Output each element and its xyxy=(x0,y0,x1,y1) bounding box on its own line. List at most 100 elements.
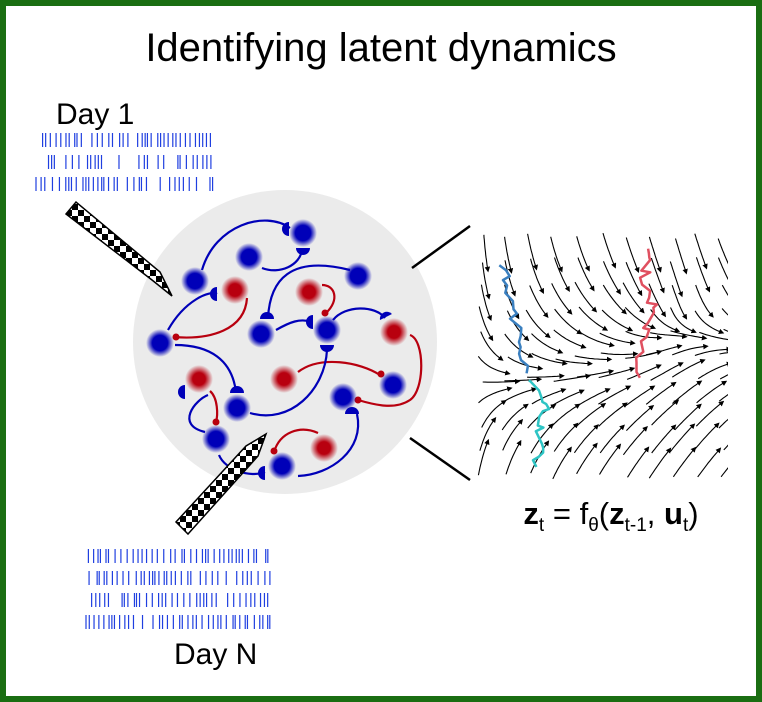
streamline xyxy=(481,399,507,428)
streamline xyxy=(504,333,534,358)
trajectory-blue xyxy=(498,264,530,374)
streamline xyxy=(483,234,491,273)
day-1-label: Day 1 xyxy=(56,98,135,131)
streamline xyxy=(599,443,622,475)
streamline xyxy=(573,424,599,454)
inhibitory-neuron xyxy=(185,365,213,393)
excitatory-neuron xyxy=(181,267,209,295)
inhibitory-neuron xyxy=(380,318,408,346)
streamline xyxy=(648,283,667,318)
streamline xyxy=(576,236,590,272)
streamline xyxy=(501,387,538,404)
eq-theta: θ xyxy=(588,515,599,537)
streamline xyxy=(504,236,514,274)
streamline xyxy=(697,447,722,478)
streamline xyxy=(579,331,615,348)
excitatory-neuron xyxy=(289,219,317,247)
streamline xyxy=(531,352,568,366)
streamline xyxy=(697,361,728,380)
streamline xyxy=(480,331,504,361)
day-n-label: Day N xyxy=(174,638,258,671)
excitatory-neuron xyxy=(202,425,230,453)
inhibitory-neuron xyxy=(270,365,298,393)
diagram-artwork xyxy=(35,133,728,629)
streamline xyxy=(576,402,607,427)
streamline xyxy=(553,422,579,452)
eq-sub-t2: t xyxy=(682,515,689,537)
streamline xyxy=(554,308,583,335)
streamline xyxy=(550,389,585,407)
streamline xyxy=(695,400,725,427)
day-1-spike-raster xyxy=(35,133,214,191)
streamline xyxy=(674,238,688,275)
streamline xyxy=(527,373,565,379)
inhibitory-neuron xyxy=(221,276,249,304)
streamline xyxy=(555,358,593,367)
streamline xyxy=(501,403,529,431)
streamline xyxy=(550,403,581,428)
streamline xyxy=(507,356,544,371)
streamline xyxy=(648,447,672,479)
eq-sub-t: t xyxy=(538,515,545,537)
streamline xyxy=(505,439,522,475)
streamline xyxy=(479,417,497,451)
streamline xyxy=(530,258,544,295)
recording-probe-bottom xyxy=(174,432,268,536)
eq-paren: ( xyxy=(598,496,610,531)
streamline xyxy=(599,332,636,346)
streamline xyxy=(601,309,634,332)
streamline xyxy=(576,442,598,475)
eq-z-prev: z xyxy=(609,496,625,531)
streamline xyxy=(550,236,563,273)
trajectory-red xyxy=(634,248,659,379)
dynamics-equation: zt = fθ(zt-1, ut) xyxy=(476,496,746,537)
streamline xyxy=(622,426,648,456)
eq-equals: = xyxy=(552,496,571,531)
streamline xyxy=(672,380,703,404)
streamline xyxy=(696,380,728,404)
streamline xyxy=(531,388,567,405)
streamline xyxy=(553,373,592,382)
streamline xyxy=(480,284,492,322)
streamline xyxy=(525,309,551,339)
streamline xyxy=(624,307,657,330)
streamline xyxy=(672,358,706,378)
trajectory-teal xyxy=(528,379,551,468)
excitatory-neuron xyxy=(344,262,372,290)
eq-u: u xyxy=(664,496,683,531)
streamline xyxy=(670,330,708,341)
streamline xyxy=(651,399,680,426)
day-n-spike-raster xyxy=(85,549,271,629)
streamline xyxy=(478,386,513,404)
streamline xyxy=(478,306,494,342)
streamline xyxy=(574,281,598,313)
streamline xyxy=(723,328,728,332)
streamline xyxy=(602,261,622,295)
streamline xyxy=(600,351,639,357)
streamline xyxy=(695,257,711,293)
excitatory-neuron xyxy=(247,320,275,348)
streamline xyxy=(625,237,640,274)
neurons xyxy=(146,219,408,480)
streamline xyxy=(626,364,662,380)
latent-trajectories xyxy=(498,248,659,468)
streamline xyxy=(672,343,709,356)
excitatory-neuron xyxy=(223,394,251,422)
streamline xyxy=(625,261,643,297)
streamline xyxy=(719,374,728,380)
streamline xyxy=(694,346,728,357)
streamline xyxy=(531,333,564,354)
zoom-line-bottom xyxy=(409,436,471,482)
streamline xyxy=(622,282,645,314)
streamline xyxy=(506,310,530,342)
inhibitory-neuron xyxy=(295,278,323,306)
streamline xyxy=(669,261,683,298)
streamline xyxy=(648,236,662,273)
recording-probe-top xyxy=(64,200,173,297)
eq-f: f xyxy=(579,496,589,531)
streamline xyxy=(699,331,728,341)
eq-comma: , xyxy=(646,496,656,531)
streamline xyxy=(623,385,656,408)
streamline xyxy=(693,422,720,451)
streamline xyxy=(598,366,636,379)
